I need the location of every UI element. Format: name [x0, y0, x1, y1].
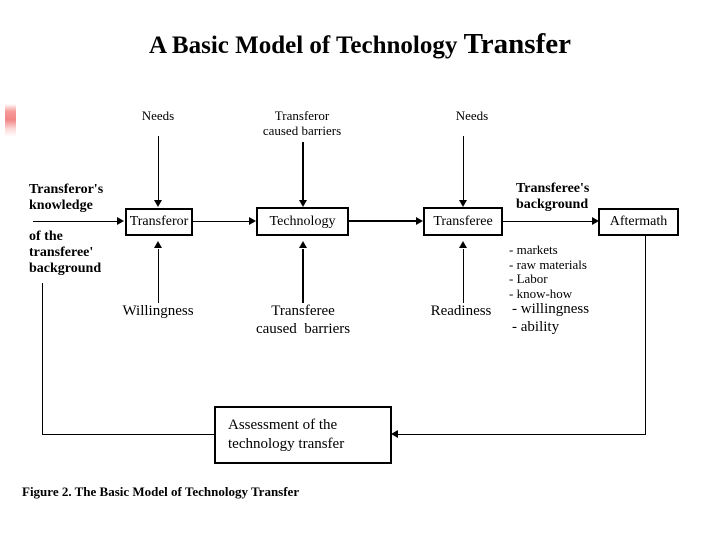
label-transferor-knowledge-line5: background [29, 261, 102, 276]
feedback-line-assessment-up [42, 283, 43, 435]
red-margin-marker [5, 104, 16, 137]
arrowhead-technology-to-transferee [416, 217, 423, 225]
connector-needs-to-transferee [463, 136, 464, 201]
arrowhead-needs-to-transferor [154, 200, 162, 207]
label-transferee-background-line1: Transferee's [516, 181, 590, 196]
label-willingness: Willingness [122, 303, 194, 319]
label-transferor-knowledge-line1: Transferor's [29, 182, 104, 197]
connector-knowledge-to-transferor [33, 221, 121, 222]
page-title-main: A Basic Model of Technology [148, 32, 464, 59]
node-transferor[interactable]: Transferor [125, 208, 193, 236]
feedback-line-assessment-left [42, 434, 215, 435]
list-item: - markets [509, 242, 558, 257]
arrowhead-transferee-to-aftermath [592, 217, 599, 225]
list-item: - raw materials [509, 256, 587, 272]
label-transferor-knowledge-line3: of the [29, 229, 63, 244]
label-transferee-caused-barriers-line1: Transferee [271, 303, 335, 319]
node-assessment[interactable]: Assessment of the technology transfer [214, 406, 392, 464]
node-assessment-line2: technology transfer [228, 436, 345, 452]
feedback-line-aftermath-to-assessment [398, 434, 646, 435]
connector-technology-to-transferee [348, 220, 420, 222]
arrowhead-transferor-to-technology [249, 217, 256, 225]
label-transferee-background-line2: background [516, 197, 589, 212]
connector-transferor-barriers-to-technology [302, 142, 304, 201]
arrowhead-aftermath-to-assessment [391, 430, 398, 438]
label-needs-transferee: Needs [455, 108, 489, 123]
node-technology[interactable]: Technology [256, 207, 349, 236]
list-item: - ability [512, 318, 560, 335]
aftermath-outcomes-list: - markets - raw materials - Labor - know… [509, 242, 590, 336]
page-title-accent: Transfer [463, 28, 571, 60]
page-title: A Basic Model of Technology Transfer [0, 28, 720, 61]
connector-needs-to-transferor [158, 136, 159, 201]
figure-caption: Figure 2. The Basic Model of Technology … [22, 484, 300, 499]
list-item: - Labor [509, 271, 548, 287]
label-transferor-knowledge-line4: transferee' [29, 245, 94, 260]
label-transferor-caused-barriers-line2: caused barriers [262, 123, 342, 138]
arrowhead-readiness-to-transferee [459, 241, 467, 248]
arrowhead-needs-to-transferee [459, 200, 467, 207]
list-item: - willingness [512, 301, 590, 318]
connector-transferee-to-aftermath [502, 221, 596, 222]
connector-transferor-to-technology [192, 221, 252, 222]
arrowhead-transferee-barriers-to-technology [299, 241, 307, 248]
node-transferee[interactable]: Transferee [423, 207, 503, 236]
label-needs-transferor: Needs [141, 108, 175, 123]
label-transferee-caused-barriers-line2: caused barriers [255, 321, 351, 337]
connector-willingness-to-transferor [158, 249, 159, 303]
arrowhead-transferor-barriers-to-technology [299, 200, 307, 207]
node-aftermath[interactable]: Aftermath [598, 208, 679, 236]
feedback-line-aftermath-down [645, 236, 646, 435]
connector-readiness-to-transferee [463, 249, 464, 303]
arrowhead-willingness-to-transferor [154, 241, 162, 248]
label-transferor-caused-barriers-line1: Transferor [274, 108, 330, 123]
node-assessment-line1: Assessment of the [228, 417, 338, 434]
arrowhead-knowledge-to-transferor [117, 217, 124, 225]
connector-transferee-barriers-to-technology [302, 249, 304, 303]
label-readiness: Readiness [430, 303, 492, 319]
label-transferor-knowledge-line2: knowledge [29, 198, 93, 213]
list-item: - know-how [509, 285, 573, 301]
